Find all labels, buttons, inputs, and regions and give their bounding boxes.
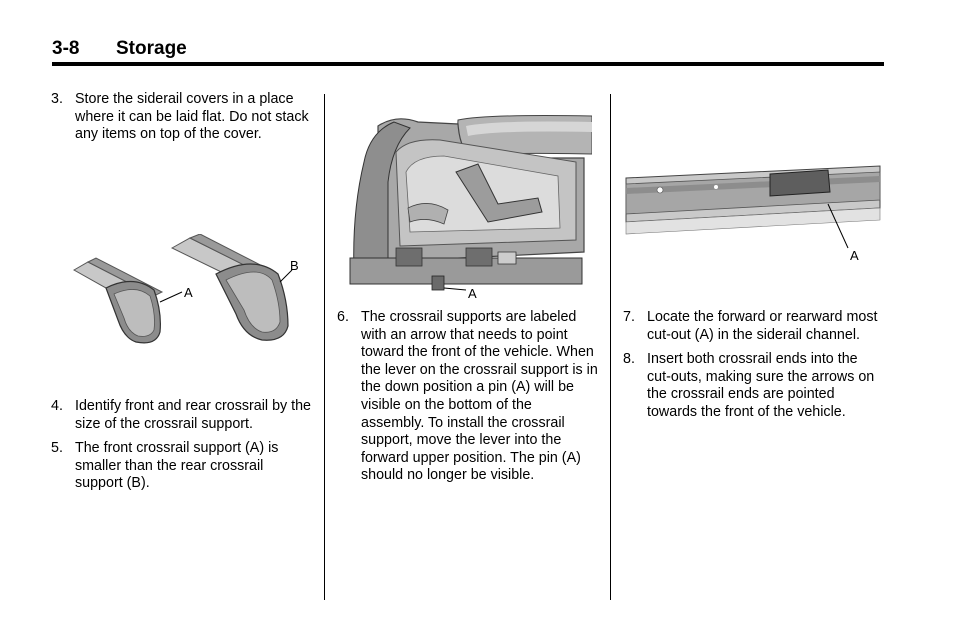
column-divider-1 bbox=[324, 94, 325, 600]
step-number: 5. bbox=[51, 440, 63, 457]
label-a: A bbox=[850, 248, 859, 263]
list-item-step-7: 7. Locate the forward or rearward most c… bbox=[623, 309, 885, 344]
step-text: Identify front and rear crossrail by the… bbox=[75, 398, 312, 432]
step-number: 3. bbox=[51, 91, 63, 107]
step-number: 4. bbox=[51, 398, 63, 414]
step-number: 6. bbox=[337, 309, 349, 325]
step-text: The crossrail supports are labeled with … bbox=[361, 309, 598, 484]
crossrail-supports-illustration: A B bbox=[72, 234, 299, 344]
step-text: The front crossrail support (A) is small… bbox=[75, 440, 279, 492]
step-number: 7. bbox=[623, 309, 635, 325]
page-header: 3-8 Storage bbox=[52, 38, 884, 64]
list-item-step-8: 8. Insert both crossrail ends into the c… bbox=[623, 351, 885, 421]
column-1: 3. Store the siderail covers in a place … bbox=[51, 91, 313, 151]
label-b: B bbox=[290, 258, 299, 273]
crossrail-support-lever-illustration: A bbox=[348, 112, 592, 302]
list-item-step-4: 4. Identify front and rear crossrail by … bbox=[51, 398, 313, 433]
step-text: Store the siderail covers in a place whe… bbox=[75, 91, 309, 143]
siderail-channel-illustration: A bbox=[625, 165, 881, 263]
step-text: Insert both crossrail ends into the cut-… bbox=[647, 351, 875, 420]
label-a: A bbox=[468, 286, 477, 301]
list-item-step-6: 6. The crossrail supports are labeled wi… bbox=[337, 309, 599, 485]
column-1-lower: 4. Identify front and rear crossrail by … bbox=[51, 398, 313, 500]
label-a: A bbox=[184, 285, 193, 300]
header-rule bbox=[52, 62, 884, 66]
section-title: Storage bbox=[116, 38, 187, 59]
list-item-step-3: 3. Store the siderail covers in a place … bbox=[51, 91, 313, 144]
list-item-step-5: 5. The front crossrail support (A) is sm… bbox=[51, 440, 313, 493]
column-3: 7. Locate the forward or rearward most c… bbox=[623, 309, 885, 429]
column-divider-2 bbox=[610, 94, 611, 600]
page-number: 3-8 bbox=[52, 38, 80, 59]
step-number: 8. bbox=[623, 351, 635, 368]
column-2: 6. The crossrail supports are labeled wi… bbox=[337, 309, 599, 492]
step-text: Locate the forward or rearward most cut-… bbox=[647, 309, 878, 343]
